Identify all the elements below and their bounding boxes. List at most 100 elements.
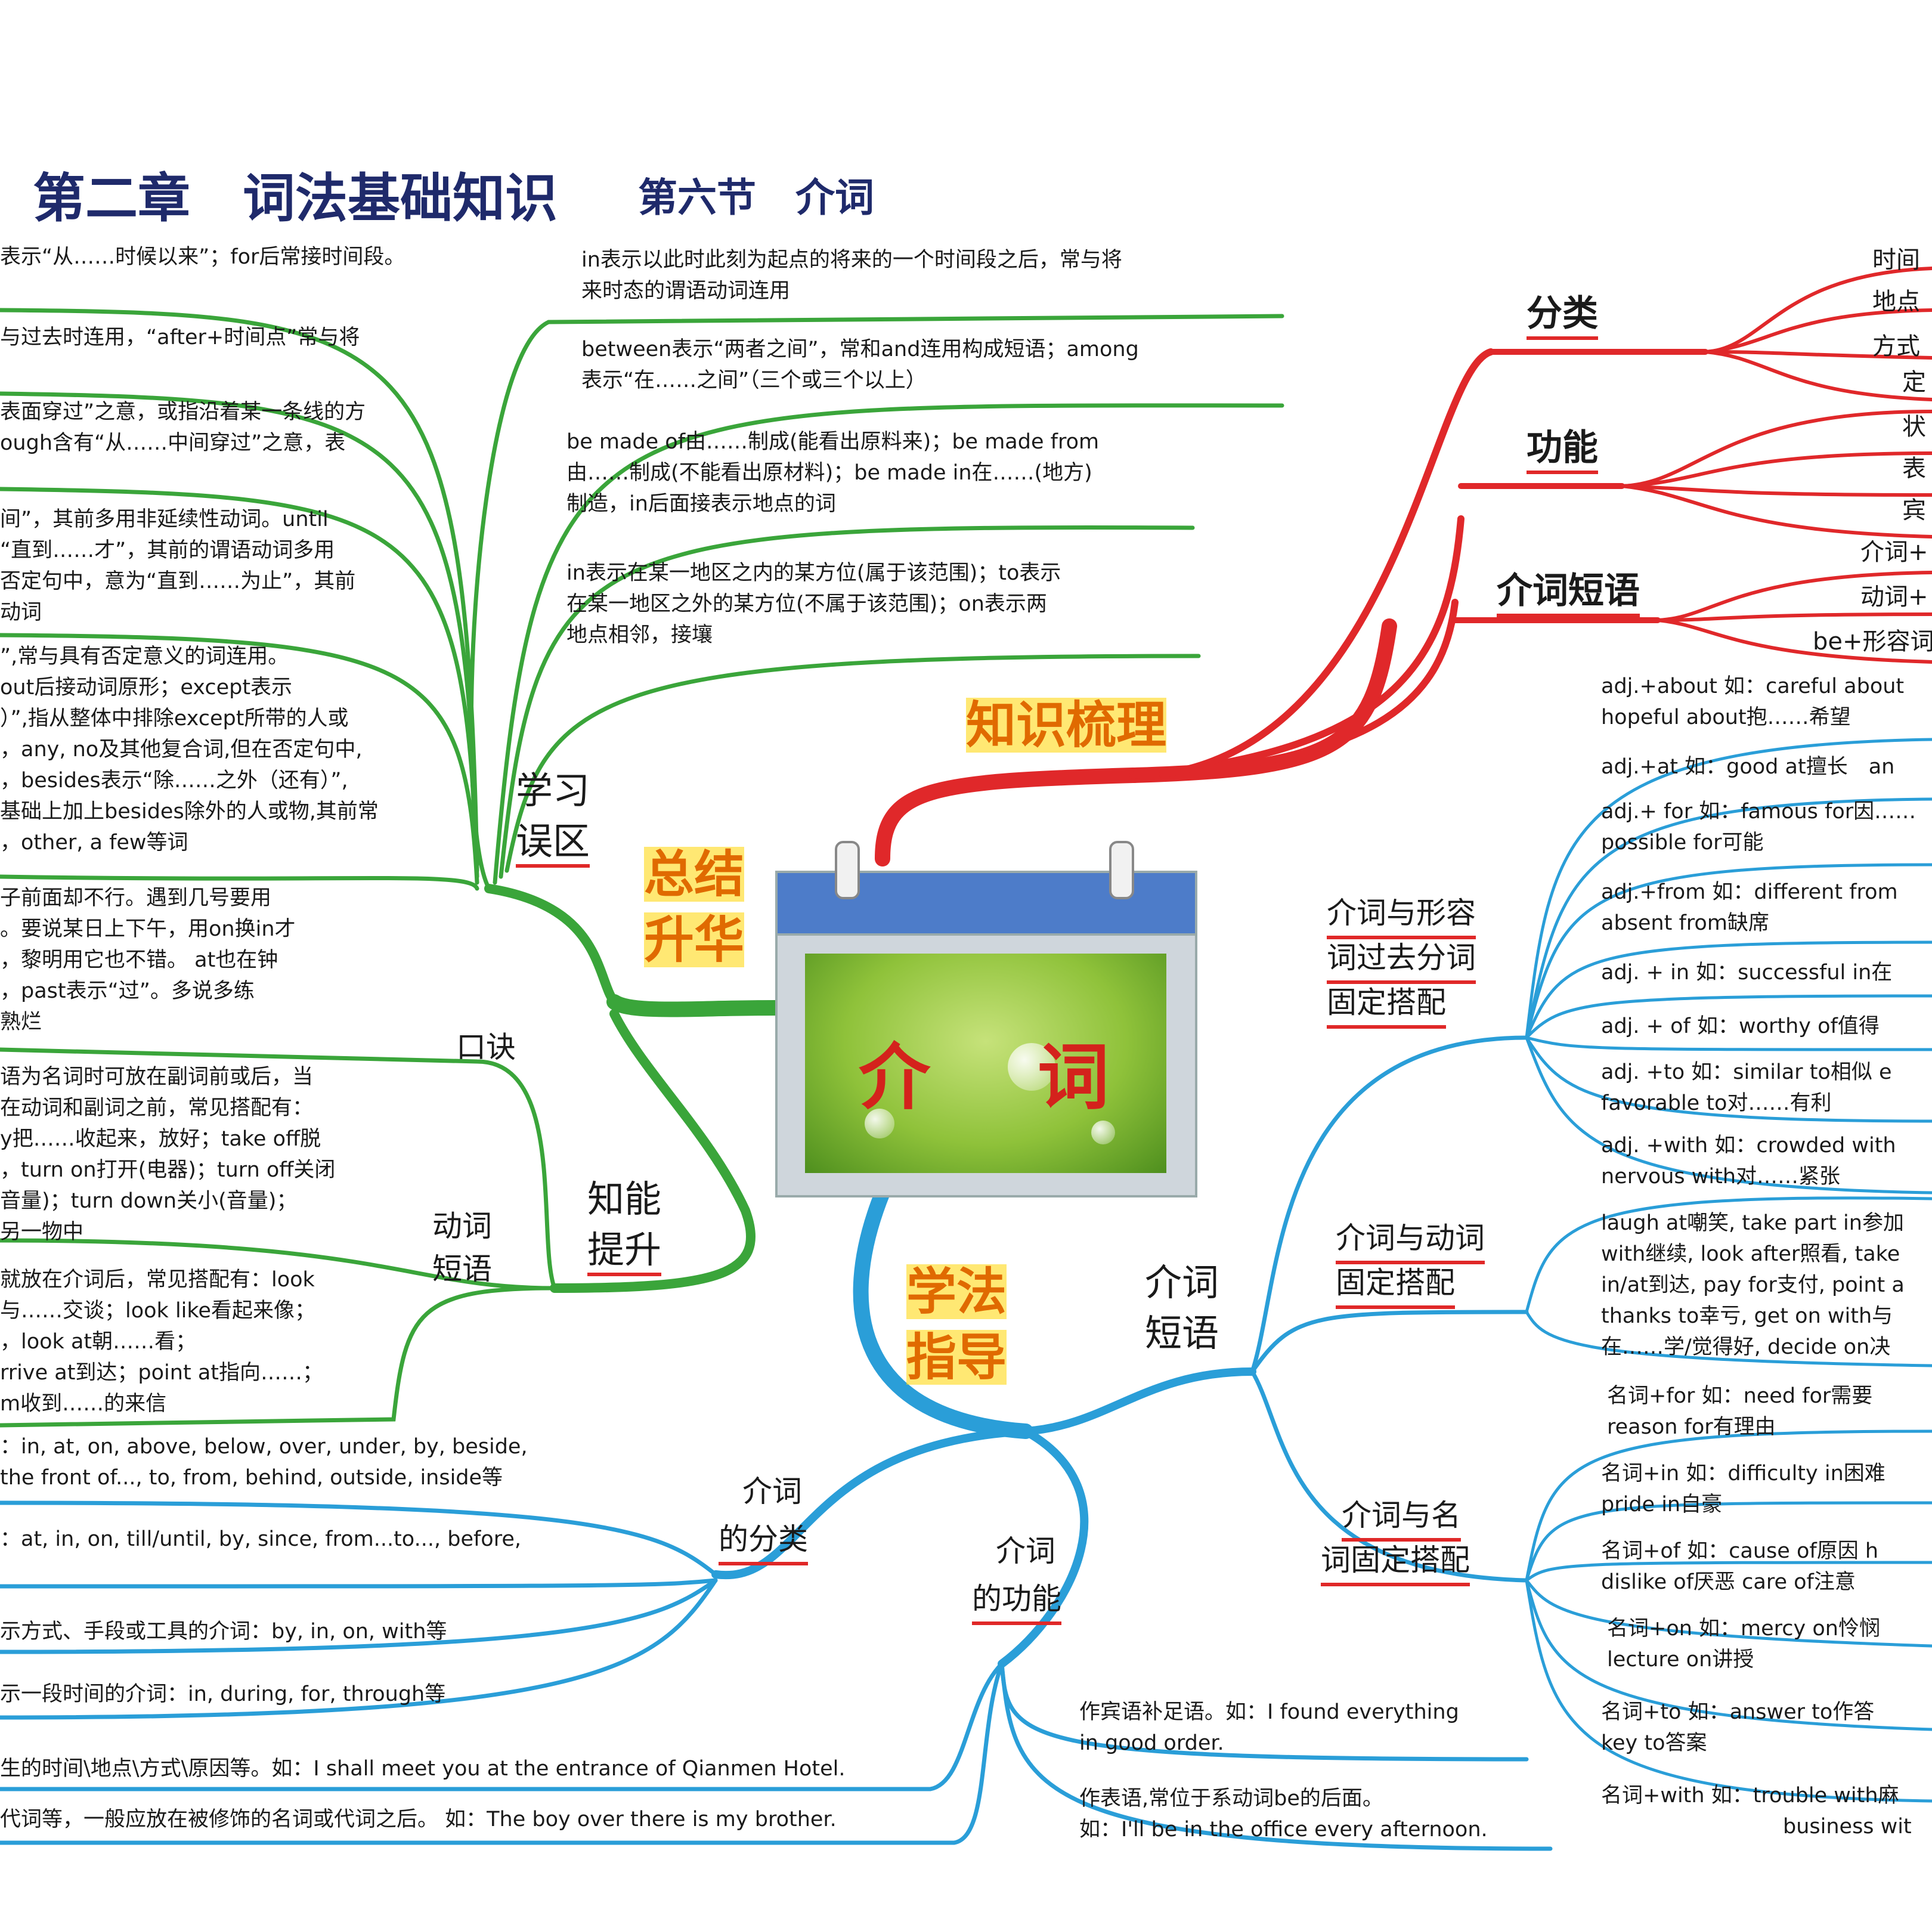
red-phrase-label: 介词短语 [1497,570,1640,617]
blue-adj-fixed-1: 介词与形容 [1327,892,1476,939]
noun-item-line: pride in自豪 [1601,1493,1723,1517]
blue-function-2: 的功能 [972,1577,1061,1625]
red-function-label: 功能 [1527,426,1598,474]
func-item-line: 作表语,常位于系动词be的后面。 [1079,1787,1383,1811]
note-line: ，other, a few等词 [0,831,188,855]
branch-summary-2: 升华 [644,911,745,969]
note-line: 音量)；turn down关小(音量)； [0,1189,298,1213]
red-phrase-item: 介词+ [1860,539,1928,566]
calendar-body: 介 词 [775,933,1197,1197]
note-line: 制造，in后面接表示地点的词 [566,492,836,516]
blue-noun-fixed-2: 词固定搭配 [1321,1539,1470,1586]
note-line: 在动词和副词之前，常见搭配有： [0,1096,314,1120]
note-line: be made of由……制成(能看出原料来)；be made from [566,430,1100,454]
red-classify-item: 定 [1902,369,1926,396]
class-item-line: 示一段时间的介词：in, during, for, through等 [0,1682,446,1706]
adj-item-line: adj.+from 如：different from [1601,880,1898,904]
verb-item-line: thanks to幸亏, get on with与 [1601,1304,1893,1328]
red-phrase-item: 动词+ [1860,583,1928,611]
branch-method-2: 指导 [906,1328,1007,1387]
blue-classify-2: 的分类 [719,1518,808,1565]
red-classify-item: 地点 [1872,288,1920,315]
note-line: ）”,指从整体中排除except所带的人或 [0,707,349,731]
noun-item-line: key to答案 [1601,1731,1707,1755]
branch-knowledge: 知识梳理 [966,696,1167,754]
calendar-ring [835,841,860,899]
green-improve-2: 提升 [587,1228,662,1276]
green-mistakes-2: 误区 [516,820,590,868]
note-line: out后接动词原形；except表示 [0,676,293,700]
noun-item-line: lecture on讲授 [1607,1648,1754,1672]
note-line: 地点相邻，接壤 [566,623,713,647]
blue-function-1: 介词 [996,1534,1055,1568]
note-line: ，past表示“过”。多说多练 [0,979,255,1003]
note-line: 基础上加上besides除外的人或物,其前常 [0,800,379,824]
note-line: ough含有“从……中间穿过”之意，表 [0,431,346,455]
calendar-picture: 介 词 [805,954,1166,1173]
adj-item-line: adj. + of 如：worthy of值得 [1601,1014,1880,1038]
func-item-line: 代词等，一般应放在被修饰的名词或代词之后。 如：The boy over the… [0,1808,837,1831]
blue-verb-fixed-2: 固定搭配 [1336,1261,1455,1309]
func-item-line: 如：I'll be in the office every afternoon. [1079,1818,1488,1842]
func-item-line: in good order. [1079,1731,1224,1755]
note-line: ，any, no及其他复合词,但在否定句中, [0,738,363,762]
water-bubble [1091,1121,1115,1144]
note-line: “直到……才”，其前的谓语动词多用 [0,539,335,562]
adj-item-line: adj. +with 如：crowded with [1601,1134,1896,1158]
red-classify-label: 分类 [1527,292,1598,340]
noun-item-line: reason for有理由 [1607,1415,1776,1439]
adj-item-line: adj.+ for 如：famous for因…… [1601,800,1916,824]
verb-item-line: laugh at嘲笑, take part in参加 [1601,1211,1904,1235]
red-function-item: 宾 [1902,497,1926,524]
note-line: 。要说某日上下午，用on换in才 [0,917,296,941]
note-line: 来时态的谓语动词连用 [581,279,791,303]
adj-item-line: absent from缺席 [1601,911,1769,935]
red-phrase-item: be+形容词 [1813,628,1932,655]
class-item-line: the front of..., to, from, behind, outsi… [0,1466,503,1490]
class-item-line: ：at, in, on, till/until, by, since, from… [0,1527,521,1551]
adj-item-line: adj. +to 如：similar to相似 e [1601,1060,1892,1084]
note-line: 在某一地区之外的某方位(不属于该范围)；on表示两 [566,592,1047,616]
center-char-right: 词 [1038,1036,1109,1119]
adj-item-line: possible for可能 [1601,831,1764,855]
note-line: ，besides表示“除……之外（还有）”, [0,769,348,793]
adj-item-line: favorable to对……有利 [1601,1091,1832,1115]
note-line: 语为名词时可放在副词前或后，当 [0,1065,314,1089]
blue-phrase-2: 短语 [1145,1311,1219,1355]
note-line: 与……交谈；look like看起来像； [0,1299,315,1323]
page-subtitle: 第六节 介词 [638,175,874,221]
note-line: 与过去时连用，“after+时间点”常与将 [0,326,360,349]
note-line: 熟烂 [0,1010,42,1034]
note-line: 表示“从……时候以来”；for后常接时间段。 [0,245,405,269]
note-line: 就放在介词后，常见搭配有：look [0,1268,315,1292]
note-line: 表示“在……之间”（三个或三个以上） [581,369,927,392]
noun-item-line: 名词+with 如：trouble with麻 [1601,1784,1899,1808]
note-line: rrive at到达；point at指向……； [0,1361,323,1385]
adj-item-line: adj. + in 如：successful in在 [1601,961,1893,985]
page-title: 第二章 词法基础知识 [33,168,558,229]
note-line: ，turn on打开(电器)；turn off关闭 [0,1158,336,1182]
noun-item-line: 名词+in 如：difficulty in困难 [1601,1462,1885,1486]
red-classify-item: 方式 [1872,333,1920,360]
green-mistakes-1: 学习 [516,769,590,812]
red-function-item: 状 [1902,413,1926,441]
note-line: between表示“两者之间”，常和and连用构成短语；among [581,338,1139,361]
blue-classify-1: 介词 [742,1474,802,1509]
note-line: 子前面却不行。遇到几号要用 [0,886,272,910]
note-line: ，look at朝……看； [0,1330,197,1354]
noun-item-line: 名词+for 如：need for需要 [1607,1384,1873,1408]
noun-item-line: 名词+on 如：mercy on怜悯 [1607,1617,1880,1641]
branch-summary-1: 总结 [644,845,745,903]
blue-adj-fixed-3: 固定搭配 [1327,981,1446,1029]
blue-noun-fixed-1: 介词与名 [1342,1494,1461,1542]
calendar-ring [1109,841,1134,899]
branch-method-1: 学法 [906,1262,1007,1321]
note-line: 动词 [0,601,42,624]
verb-item-line: with继续, look after照看, take [1601,1242,1900,1266]
noun-item-line: dislike of厌恶 care of注意 [1601,1570,1856,1594]
green-verbphrase-1: 动词 [432,1209,492,1243]
note-line: 由……制成(不能看出原材料)；be made in在……(地方) [566,461,1092,485]
func-item-line: 作宾语补足语。如：I found everything [1079,1700,1459,1724]
green-improve-1: 知能 [587,1177,662,1221]
